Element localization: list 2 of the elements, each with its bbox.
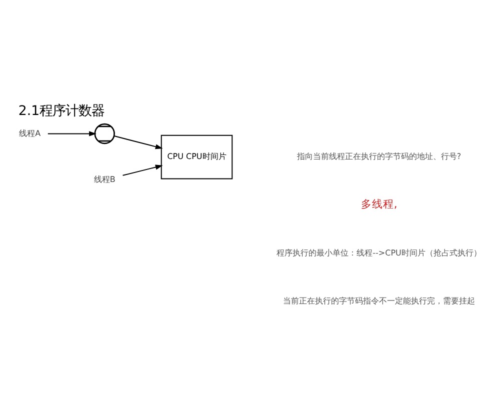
label: 多线程,: [360, 198, 397, 211]
diagram-title: 2.1程序计数器: [18, 104, 104, 120]
